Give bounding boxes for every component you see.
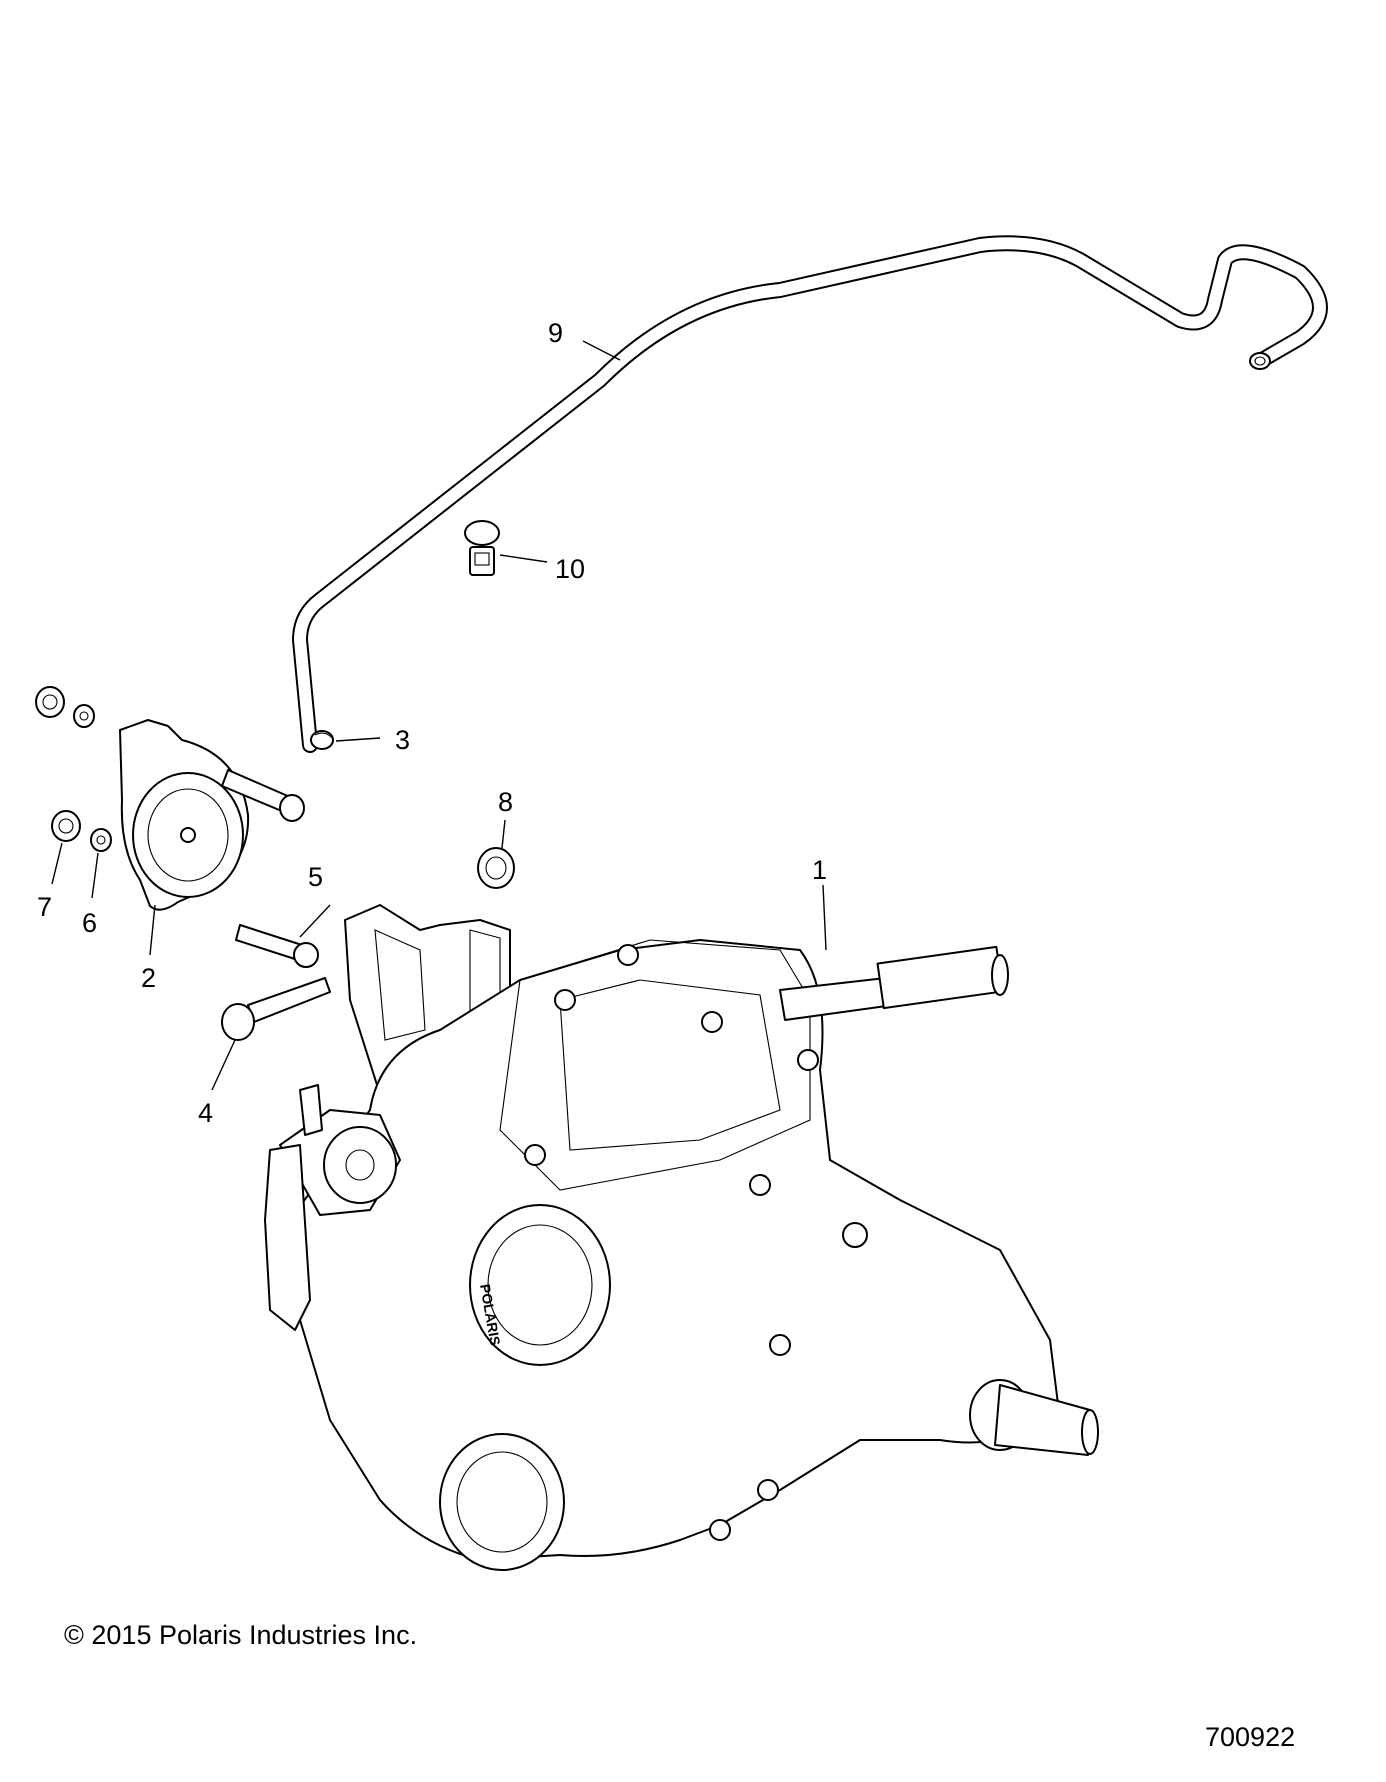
small-clamp: [310, 730, 381, 750]
bolt-upper: [221, 769, 305, 822]
callout-labels: 1 2 3 4 5 6 7 8 9 10: [37, 318, 827, 1128]
callout-3: 3: [395, 725, 410, 755]
sensor-bracket: [119, 719, 250, 956]
hose-clip: [464, 520, 548, 576]
callout-1: 1: [812, 855, 827, 885]
callout-8: 8: [498, 787, 513, 817]
callout-9: 9: [548, 318, 563, 348]
copyright-notice: © 2015 Polaris Industries Inc.: [64, 1620, 418, 1650]
nut-lower: [51, 810, 81, 885]
callout-6: 6: [82, 908, 97, 938]
bolt-5: [235, 904, 331, 968]
washer-upper: [73, 704, 95, 728]
transmission-assembly: POLARIS: [264, 884, 1099, 1571]
drain-plug: [477, 819, 515, 889]
nut-upper: [35, 686, 65, 718]
washer-lower: [90, 828, 112, 899]
vent-hose: [292, 235, 1328, 753]
callout-10: 10: [555, 554, 585, 584]
drawing-number: 700922: [1205, 1722, 1296, 1752]
leader-9: [582, 340, 621, 361]
callout-7: 7: [37, 892, 52, 922]
callout-4: 4: [198, 1098, 213, 1128]
callout-2: 2: [141, 963, 156, 993]
callout-5: 5: [308, 862, 323, 892]
bolt-4: [211, 977, 331, 1091]
